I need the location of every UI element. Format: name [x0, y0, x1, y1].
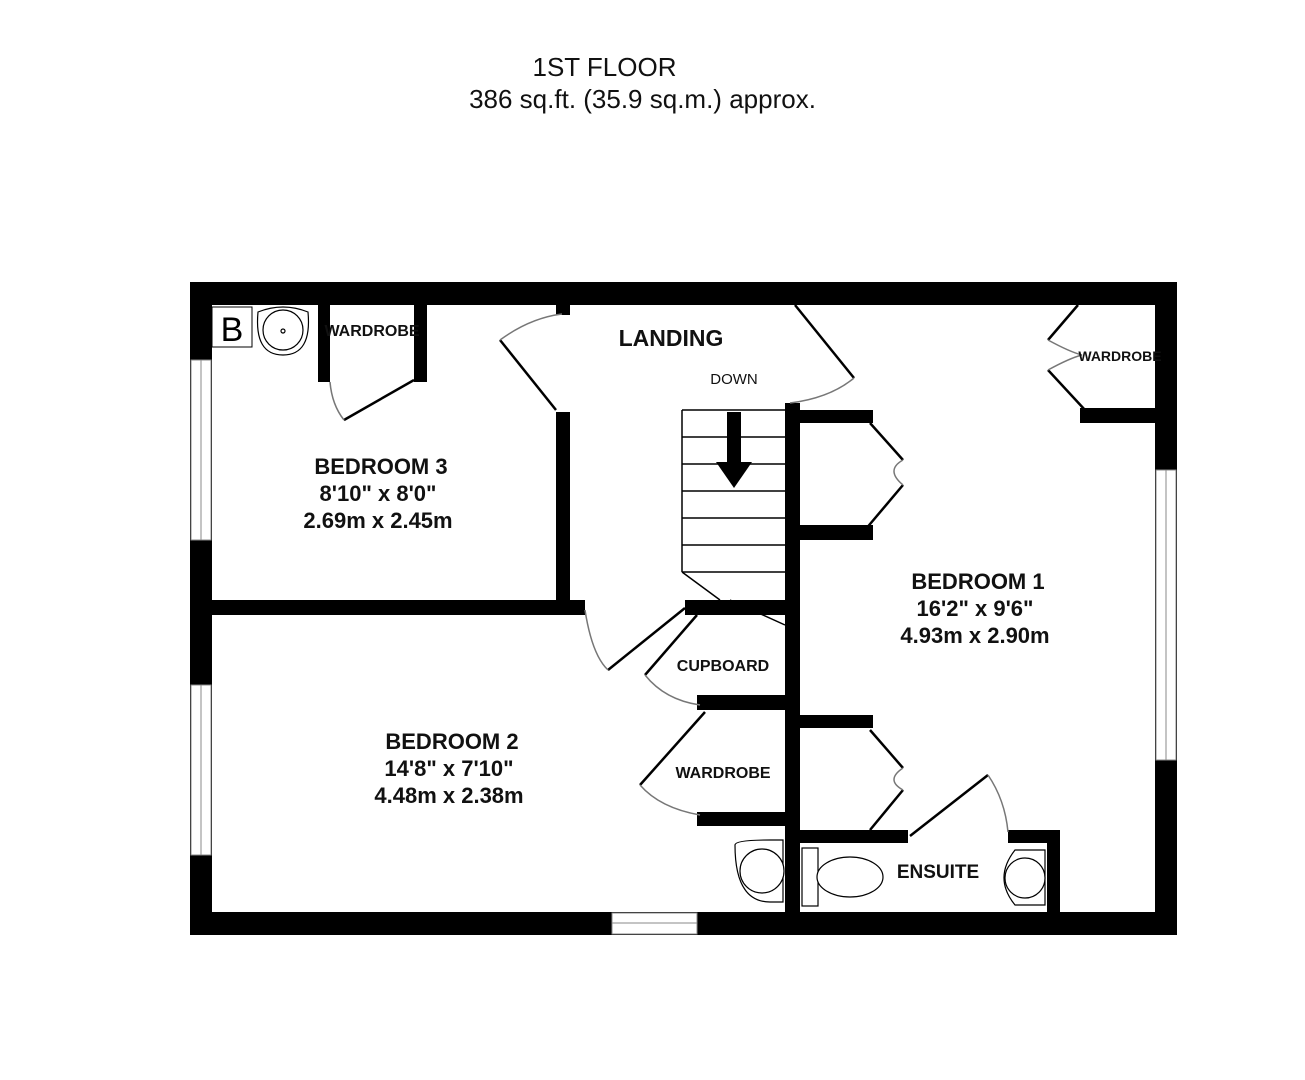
- internal-walls: [212, 305, 1155, 912]
- bedroom2-name: BEDROOM 2: [385, 729, 518, 754]
- bedroom2-imperial: 14'8" x 7'10": [384, 756, 513, 781]
- sink-icon: [1003, 849, 1046, 906]
- sink-icon: [734, 839, 785, 903]
- bedroom3-name: BEDROOM 3: [314, 454, 447, 479]
- floor-area: 386 sq.ft. (35.9 sq.m.) approx.: [469, 84, 816, 114]
- boiler-label: B: [221, 311, 244, 349]
- windows: [190, 359, 1177, 935]
- bedroom3-imperial: 8'10" x 8'0": [320, 481, 437, 506]
- wardrobe-label-bedroom3: WARDROBE: [324, 323, 419, 340]
- landing-label: LANDING: [619, 325, 724, 351]
- floor-title: 1ST FLOOR: [532, 52, 677, 82]
- sink-icon: [256, 306, 310, 356]
- toilet-icon: [801, 847, 884, 907]
- bedroom1-metric: 4.93m x 2.90m: [900, 623, 1049, 648]
- boiler: B: [211, 306, 253, 349]
- stairs-down-arrow-icon: [716, 412, 752, 488]
- wardrobe-label-bedroom1: WARDROBE: [1078, 348, 1161, 364]
- bedroom3-metric: 2.69m x 2.45m: [303, 508, 452, 533]
- cupboard-label: CUPBOARD: [677, 658, 769, 675]
- bedroom1-name: BEDROOM 1: [911, 569, 1044, 594]
- bedroom1-imperial: 16'2" x 9'6": [917, 596, 1034, 621]
- bedroom2-metric: 4.48m x 2.38m: [374, 783, 523, 808]
- wardrobe-label-bedroom2: WARDROBE: [675, 765, 770, 782]
- ensuite-label: ENSUITE: [897, 862, 979, 883]
- doors: [329, 304, 1086, 837]
- stairs-down-label: DOWN: [710, 371, 758, 388]
